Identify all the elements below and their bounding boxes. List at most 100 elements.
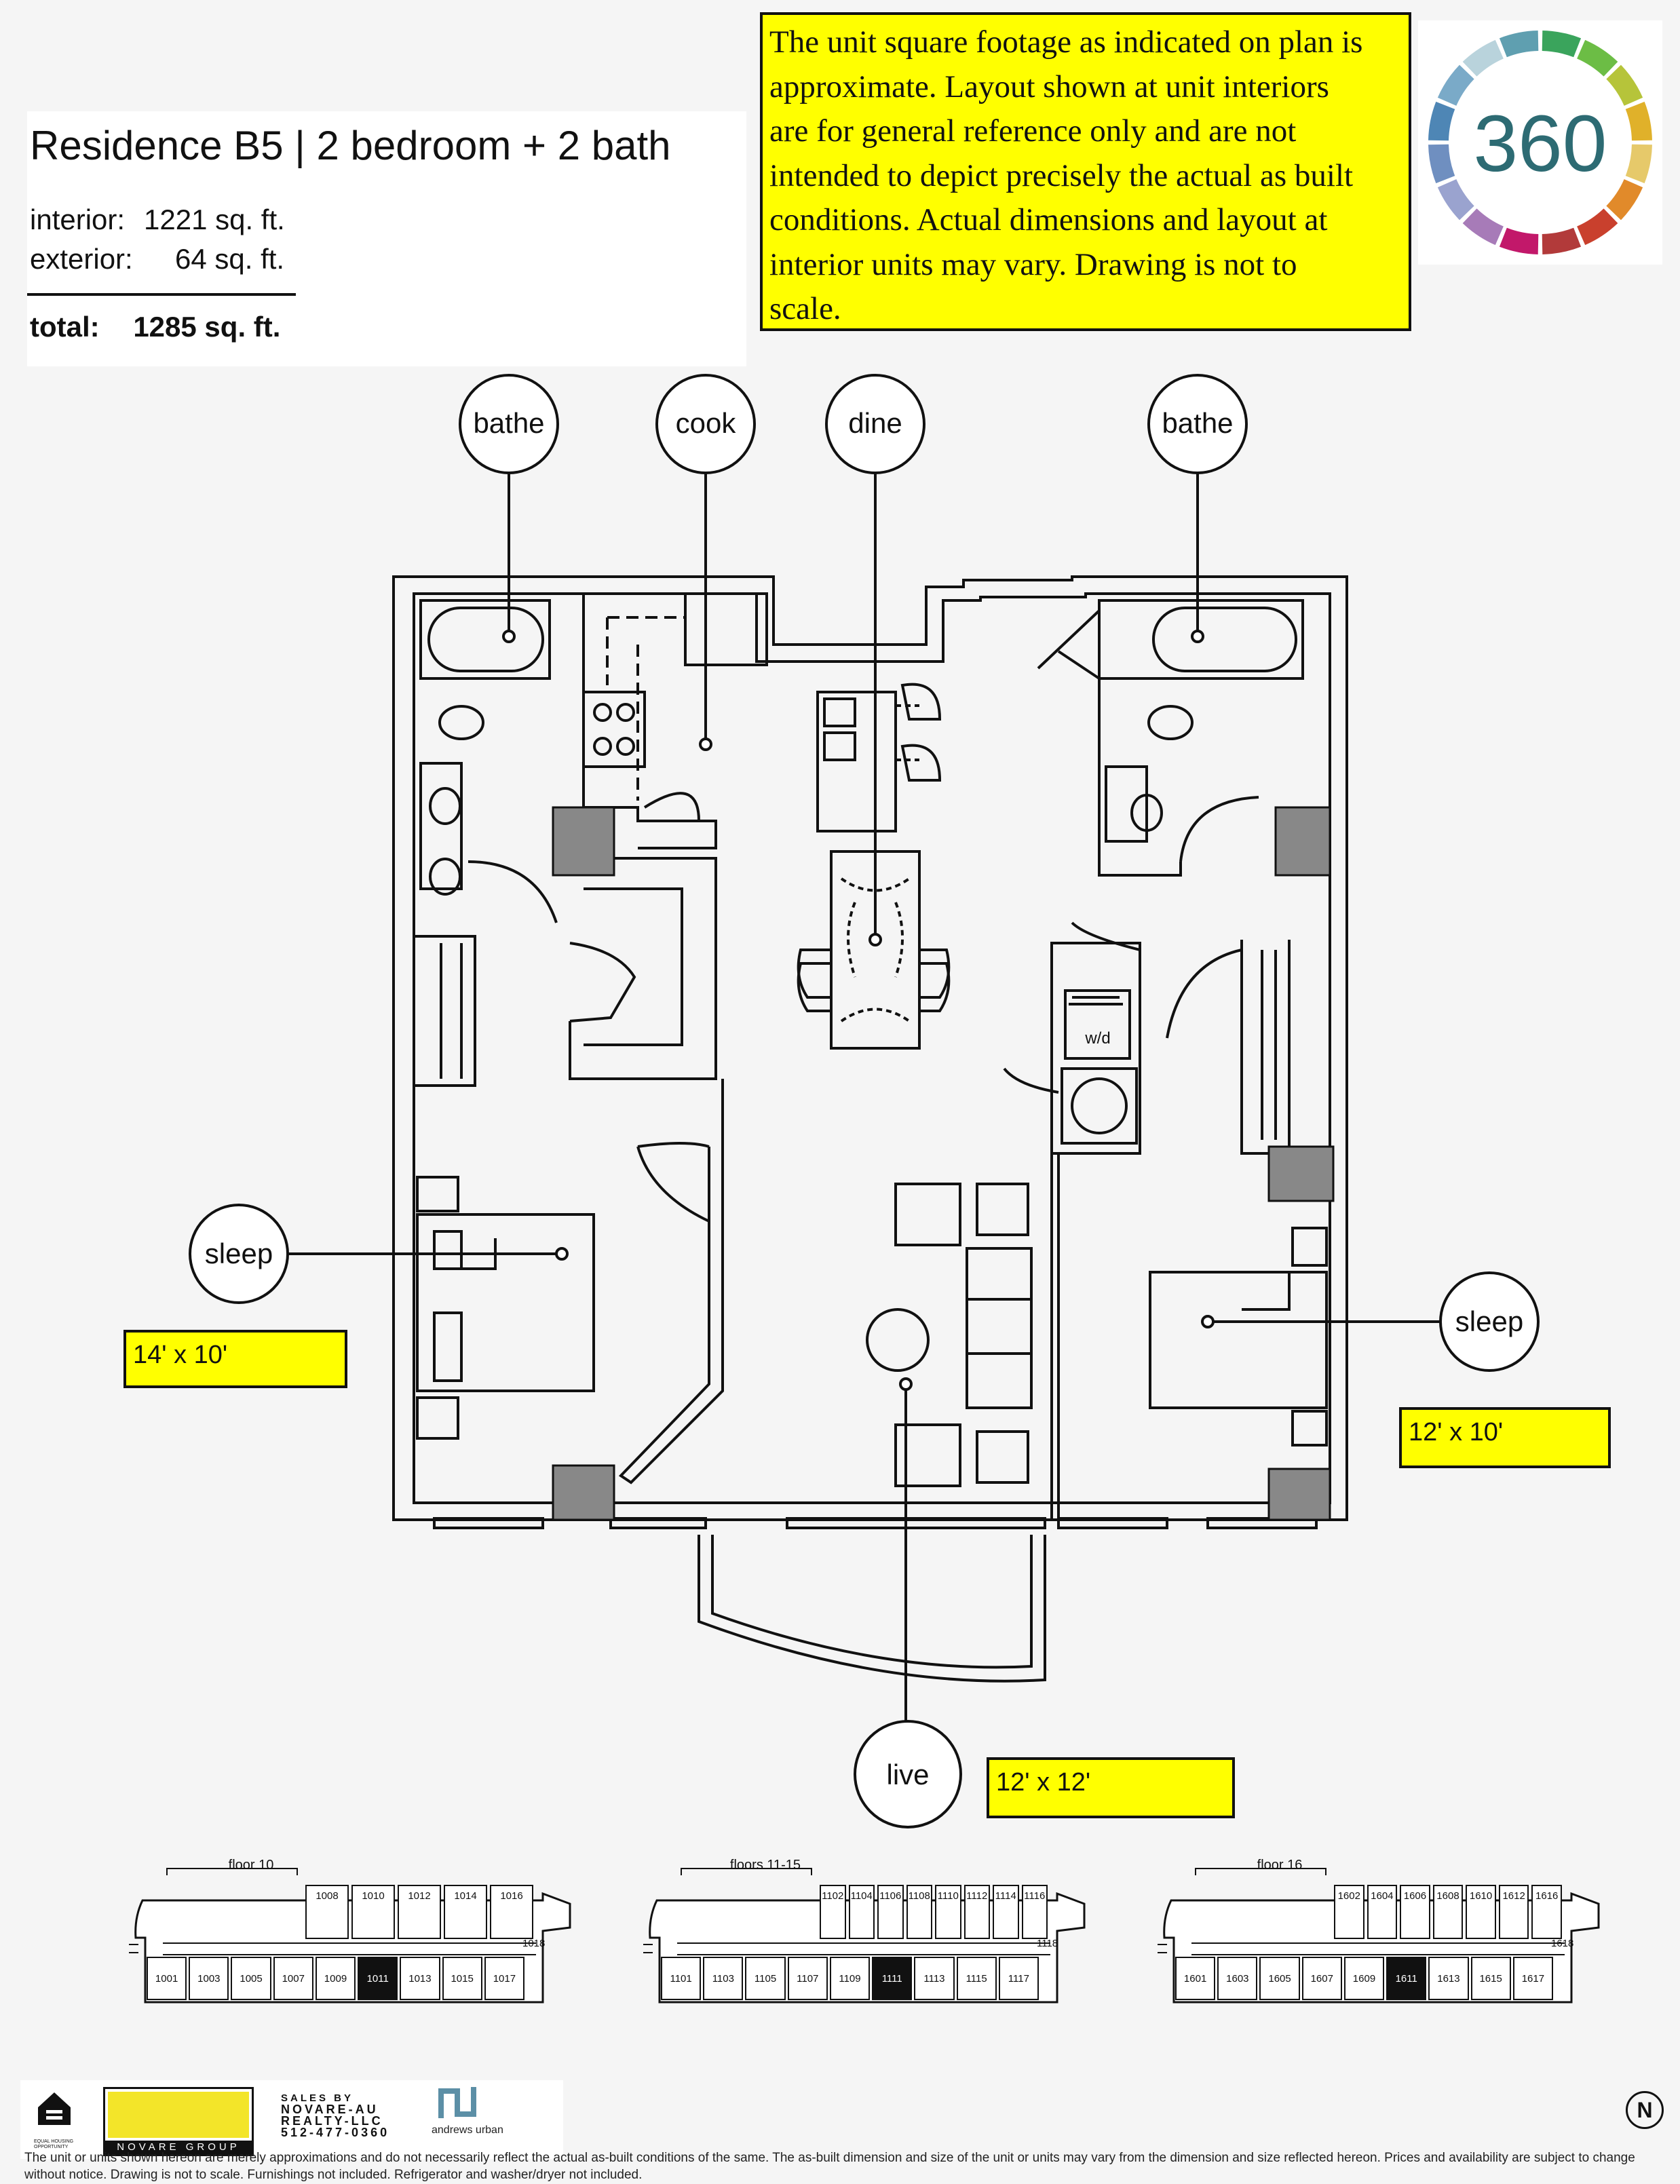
keyplan-title: floor 10 xyxy=(228,1858,274,1873)
keyplan-title: floor 16 xyxy=(1257,1858,1303,1873)
logo-ring-segment xyxy=(1606,64,1643,107)
right-toilet xyxy=(1147,705,1194,740)
keyplan-unit: 1602 xyxy=(1334,1885,1364,1939)
andrews-urban-text: andrews urban xyxy=(432,2124,503,2136)
disclaimer-line: intended to depict precisely the actual … xyxy=(769,157,1354,193)
keyplan-unit: 1008 xyxy=(305,1885,349,1939)
cooktop xyxy=(582,691,646,768)
keyplan-unit-highlight: 1611 xyxy=(1386,1957,1427,2000)
keyplan-unit: 1114 xyxy=(993,1885,1019,1939)
keyplan-unit: 1605 xyxy=(1259,1957,1300,2000)
right-bed xyxy=(1149,1271,1328,1409)
header-panel xyxy=(27,111,746,366)
disclaimer-line: conditions. Actual dimensions and layout… xyxy=(769,202,1328,237)
keyplan-unit: 1604 xyxy=(1367,1885,1398,1939)
keyplan-unit: 1105 xyxy=(745,1957,786,2000)
column xyxy=(1267,1145,1335,1202)
logo-ring-segment xyxy=(1499,31,1539,58)
keyplan-unit: 1109 xyxy=(829,1957,871,2000)
keyplan-unit: 1615 xyxy=(1470,1957,1511,2000)
column xyxy=(552,806,615,877)
keyplan-unit-highlight: 1011 xyxy=(358,1957,398,2000)
room-label-bathe-left: bathe xyxy=(473,407,544,439)
total-divider xyxy=(27,293,296,296)
keyplan-unit: 1015 xyxy=(442,1957,482,2000)
keyplan-unit: 1003 xyxy=(189,1957,229,2000)
keyplan-unit: 1610 xyxy=(1466,1885,1496,1939)
column xyxy=(1274,806,1331,877)
window xyxy=(433,1517,544,1529)
novare-group-logo: NOVARE GROUP xyxy=(103,2087,254,2156)
washer-dryer-label: w/d xyxy=(1084,1029,1110,1048)
equal-housing-text: EQUAL HOUSING OPPORTUNITY xyxy=(34,2139,74,2149)
keyplan-unit: 1104 xyxy=(848,1885,875,1939)
disclaimer-line: interior units may vary. Drawing is not … xyxy=(769,246,1297,282)
keyplan-unit: 1609 xyxy=(1343,1957,1385,2000)
keyplan-unit: 1110 xyxy=(935,1885,961,1939)
keyplan-unit: 1001 xyxy=(147,1957,187,2000)
logo-ring-segment xyxy=(1542,31,1582,58)
keyplan-unit: 1113 xyxy=(914,1957,955,2000)
keyplan-unit: 1606 xyxy=(1400,1885,1430,1939)
left-bed xyxy=(416,1213,595,1392)
sales-line: SALES BY xyxy=(281,2092,354,2104)
keyplan-unit: 1009 xyxy=(315,1957,356,2000)
total-label: total: xyxy=(30,311,100,343)
sofa xyxy=(966,1247,1033,1409)
water-heater-box xyxy=(1061,1067,1138,1145)
keyplan-unit: 1101 xyxy=(661,1957,702,2000)
living-dimension: 12' x 12' xyxy=(987,1757,1235,1818)
total-value: 1285 sq. ft. xyxy=(133,311,281,343)
keyplan-unit: 1014 xyxy=(444,1885,487,1939)
window xyxy=(609,1517,707,1529)
keyplan-unit: 1612 xyxy=(1498,1885,1529,1939)
logo-ring-segment xyxy=(1625,144,1652,184)
keyplan-unit: 1005 xyxy=(231,1957,271,2000)
callout-circle xyxy=(1439,1271,1540,1372)
room-label-cook: cook xyxy=(676,407,737,439)
armchair-top xyxy=(894,1183,961,1246)
logo-ring-segment xyxy=(1576,208,1618,246)
window xyxy=(786,1517,1046,1529)
callout-circle xyxy=(189,1204,289,1304)
sales-line: REALTY-LLC xyxy=(281,2114,383,2128)
room-label-bathe-right: bathe xyxy=(1162,407,1233,439)
novare-group-text: NOVARE GROUP xyxy=(105,2141,252,2154)
coffee-table xyxy=(866,1308,930,1372)
keyplan-unit: 1007 xyxy=(273,1957,313,2000)
interior-value: 1221 sq. ft. xyxy=(144,204,285,235)
logo-ring-segment xyxy=(1462,39,1504,77)
keyplan-unit: 1010 xyxy=(351,1885,395,1939)
equal-housing-icon: EQUAL HOUSING OPPORTUNITY xyxy=(34,2087,75,2149)
room-label-dine: dine xyxy=(848,407,902,439)
andrews-urban-logo: andrews urban xyxy=(432,2087,513,2148)
logo-ring-segment xyxy=(1542,227,1582,254)
keyplan-unit: 1618 xyxy=(1551,1938,1574,1949)
keyplan-unit: 1616 xyxy=(1531,1885,1562,1939)
callout-circle xyxy=(825,374,925,474)
callout-circle xyxy=(1147,374,1248,474)
disclaimer-line: approximate. Layout shown at unit interi… xyxy=(769,69,1329,104)
kitchen-island xyxy=(816,691,897,832)
room-label-sleep-right: sleep xyxy=(1455,1305,1523,1337)
bedroom-right-dimension: 12' x 10' xyxy=(1399,1407,1611,1468)
laundry-closet xyxy=(1050,942,1141,1155)
balcony-inner xyxy=(711,1535,1033,1669)
brand-logo: 360 xyxy=(1418,20,1662,265)
logo-text: 360 xyxy=(1474,99,1607,189)
left-tub xyxy=(419,599,551,680)
keyplan-unit: 1107 xyxy=(787,1957,828,2000)
logo-ring-segment xyxy=(1499,227,1539,254)
callout-circle xyxy=(854,1720,962,1828)
right-vanity xyxy=(1105,765,1148,843)
keyplan-unit: 1102 xyxy=(820,1885,846,1939)
residence-title: Residence B5 | 2 bedroom + 2 bath xyxy=(30,123,671,168)
armchair-bottom xyxy=(894,1423,961,1487)
disclaimer-box: The unit square footage as indicated on … xyxy=(760,12,1411,331)
keyplan-unit: 1017 xyxy=(484,1957,524,2000)
logo-ring-segment xyxy=(1606,178,1643,221)
sales-line: NOVARE-AU xyxy=(281,2103,379,2116)
keyplan-unit: 1016 xyxy=(490,1885,533,1939)
